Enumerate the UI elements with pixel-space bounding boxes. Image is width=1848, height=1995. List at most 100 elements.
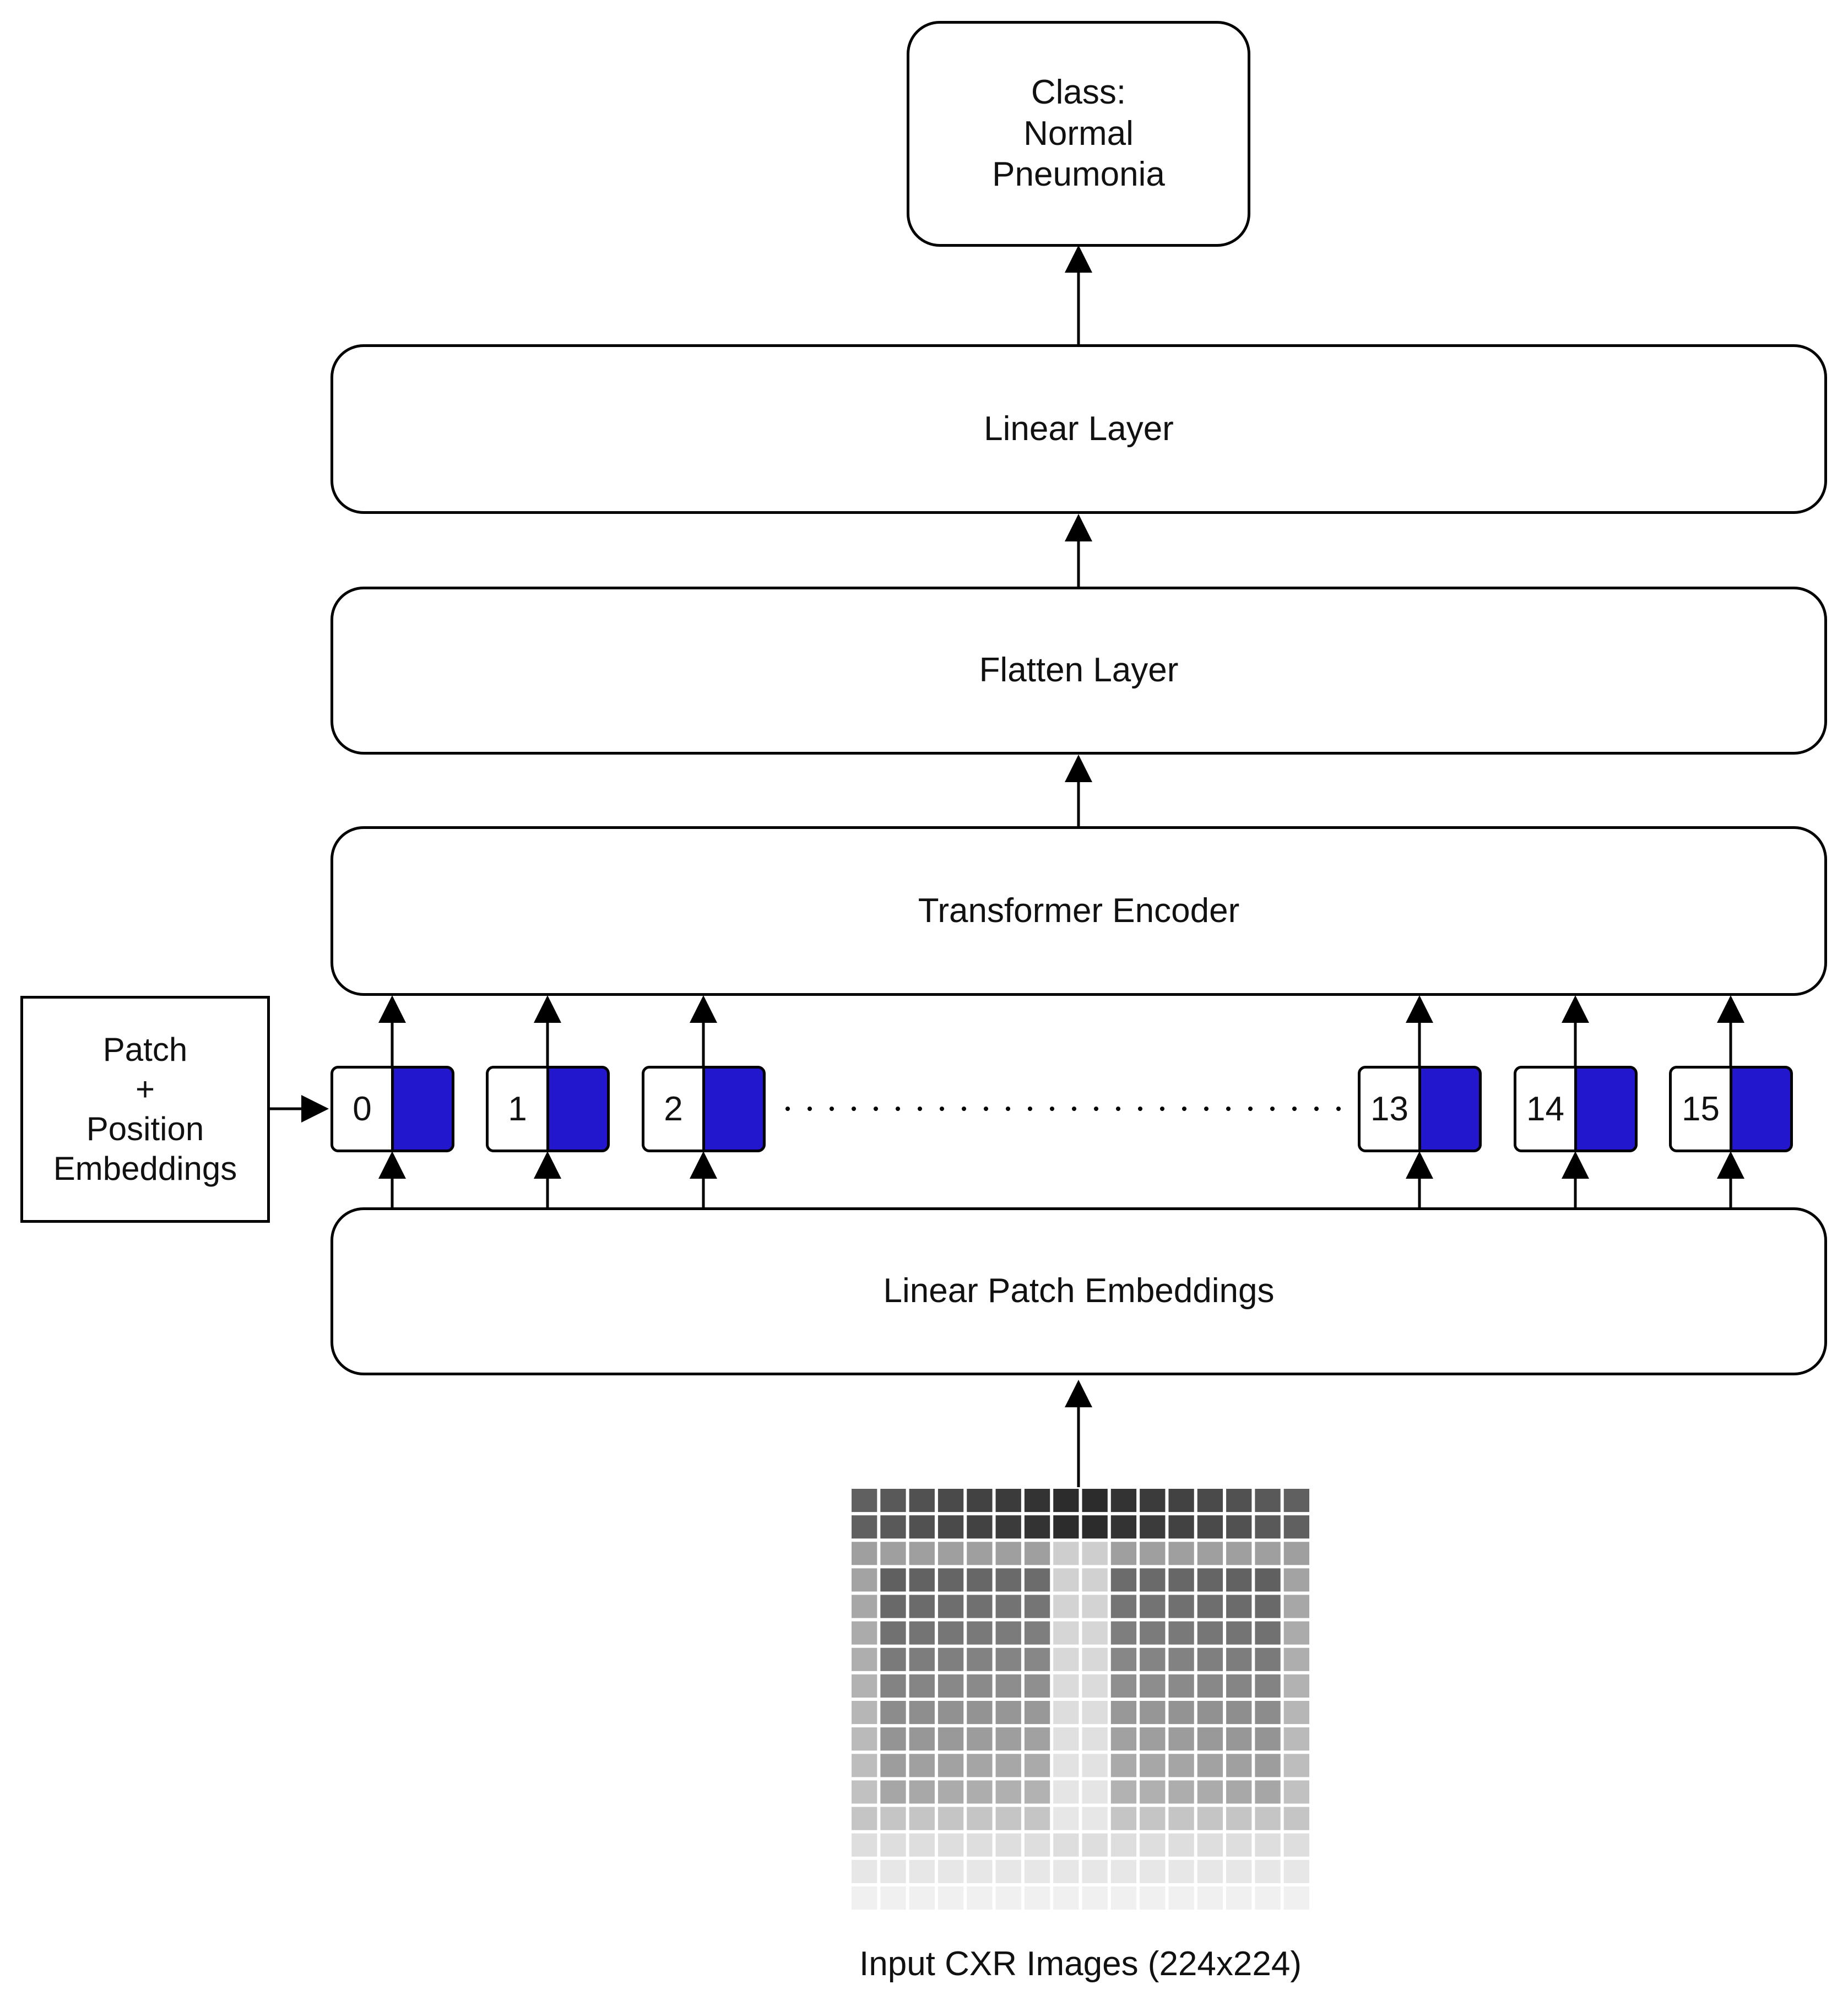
cxr-patch bbox=[1110, 1647, 1137, 1671]
cxr-patch bbox=[1082, 1595, 1108, 1618]
token-index-5: 15 bbox=[1669, 1066, 1732, 1152]
cxr-patch bbox=[937, 1833, 964, 1857]
cxr-patch bbox=[1024, 1674, 1050, 1698]
cxr-patch bbox=[852, 1489, 877, 1512]
cxr-patch bbox=[909, 1515, 935, 1539]
cxr-patch bbox=[852, 1701, 877, 1725]
cxr-patch bbox=[852, 1674, 877, 1698]
cxr-patch bbox=[995, 1754, 1021, 1777]
linear-layer-box: Linear Layer bbox=[330, 344, 1827, 514]
cxr-patch bbox=[995, 1807, 1021, 1830]
cxr-patch bbox=[1255, 1833, 1281, 1857]
pos-box-line-4: Embeddings bbox=[53, 1150, 237, 1187]
cxr-patch bbox=[1140, 1647, 1166, 1671]
cxr-patch bbox=[995, 1489, 1021, 1512]
cxr-patch bbox=[937, 1701, 964, 1725]
cxr-patch bbox=[1053, 1595, 1079, 1618]
cxr-patch bbox=[1140, 1727, 1166, 1751]
cxr-patch bbox=[909, 1568, 935, 1592]
cxr-patch bbox=[1226, 1595, 1252, 1618]
transformer-encoder-box: Transformer Encoder bbox=[330, 826, 1827, 996]
cxr-patch bbox=[1082, 1807, 1108, 1830]
cxr-patch bbox=[1140, 1489, 1166, 1512]
cxr-patch bbox=[852, 1860, 877, 1883]
cxr-patch bbox=[937, 1886, 964, 1910]
cxr-patch bbox=[995, 1701, 1021, 1725]
cxr-patch bbox=[1226, 1807, 1252, 1830]
cxr-patch bbox=[1283, 1542, 1309, 1565]
input-cxr-image bbox=[852, 1489, 1309, 1910]
cxr-patch bbox=[1283, 1754, 1309, 1777]
cxr-patch bbox=[1168, 1674, 1194, 1698]
cxr-patch bbox=[1024, 1780, 1050, 1804]
cxr-patch bbox=[1053, 1860, 1079, 1883]
token-index-2: 2 bbox=[642, 1066, 705, 1152]
cxr-patch bbox=[852, 1754, 877, 1777]
cxr-patch bbox=[852, 1647, 877, 1671]
cxr-patch bbox=[880, 1568, 906, 1592]
cxr-patch bbox=[852, 1886, 877, 1910]
cxr-patch bbox=[1082, 1542, 1108, 1565]
cxr-patch bbox=[1255, 1515, 1281, 1539]
cxr-patch bbox=[1024, 1647, 1050, 1671]
cxr-patch bbox=[1140, 1621, 1166, 1645]
cxr-patch bbox=[1024, 1860, 1050, 1883]
cxr-patch bbox=[967, 1860, 993, 1883]
transformer-encoder-label: Transformer Encoder bbox=[918, 891, 1240, 930]
cxr-patch bbox=[1110, 1780, 1137, 1804]
cxr-patch bbox=[1226, 1568, 1252, 1592]
cxr-patch bbox=[1110, 1807, 1137, 1830]
cxr-patch bbox=[1197, 1674, 1223, 1698]
cxr-patch bbox=[1168, 1515, 1194, 1539]
cxr-patch bbox=[1140, 1860, 1166, 1883]
pos-box-line-1: Patch bbox=[102, 1031, 188, 1068]
token-embedding-2 bbox=[702, 1066, 766, 1152]
cxr-patch bbox=[1082, 1886, 1108, 1910]
cxr-patch bbox=[1110, 1515, 1137, 1539]
cxr-patch bbox=[995, 1621, 1021, 1645]
cxr-patch bbox=[909, 1542, 935, 1565]
cxr-patch bbox=[1140, 1542, 1166, 1565]
cxr-patch bbox=[1140, 1701, 1166, 1725]
cxr-patch bbox=[1226, 1754, 1252, 1777]
cxr-patch bbox=[1168, 1754, 1194, 1777]
cxr-patch bbox=[1140, 1674, 1166, 1698]
cxr-patch bbox=[909, 1621, 935, 1645]
cxr-patch bbox=[1197, 1727, 1223, 1751]
cxr-patch bbox=[1024, 1595, 1050, 1618]
cxr-patch bbox=[880, 1542, 906, 1565]
cxr-patch bbox=[1255, 1674, 1281, 1698]
cxr-patch bbox=[880, 1833, 906, 1857]
cxr-patch bbox=[1140, 1833, 1166, 1857]
cxr-patch bbox=[1110, 1595, 1137, 1618]
cxr-patch bbox=[1140, 1886, 1166, 1910]
cxr-patch bbox=[995, 1674, 1021, 1698]
cxr-patch bbox=[1226, 1701, 1252, 1725]
cxr-patch bbox=[967, 1886, 993, 1910]
cxr-patch bbox=[1110, 1886, 1137, 1910]
cxr-patch bbox=[852, 1780, 877, 1804]
cxr-patch bbox=[1110, 1621, 1137, 1645]
cxr-patch bbox=[967, 1621, 993, 1645]
cxr-patch bbox=[1082, 1674, 1108, 1698]
cxr-patch bbox=[909, 1647, 935, 1671]
cxr-patch bbox=[880, 1595, 906, 1618]
cxr-patch bbox=[852, 1542, 877, 1565]
class-output-line-2: Normal bbox=[1023, 114, 1134, 153]
cxr-patch bbox=[967, 1754, 993, 1777]
cxr-patch bbox=[1140, 1754, 1166, 1777]
cxr-patch bbox=[880, 1489, 906, 1512]
cxr-patch bbox=[1283, 1568, 1309, 1592]
cxr-patch bbox=[909, 1595, 935, 1618]
cxr-patch bbox=[1168, 1621, 1194, 1645]
cxr-patch bbox=[967, 1647, 993, 1671]
cxr-patch bbox=[995, 1860, 1021, 1883]
cxr-patch bbox=[1226, 1621, 1252, 1645]
cxr-patch bbox=[995, 1727, 1021, 1751]
cxr-patch bbox=[909, 1886, 935, 1910]
cxr-patch bbox=[880, 1515, 906, 1539]
flatten-layer-box: Flatten Layer bbox=[330, 587, 1827, 755]
cxr-patch bbox=[1226, 1515, 1252, 1539]
cxr-patch bbox=[1283, 1674, 1309, 1698]
